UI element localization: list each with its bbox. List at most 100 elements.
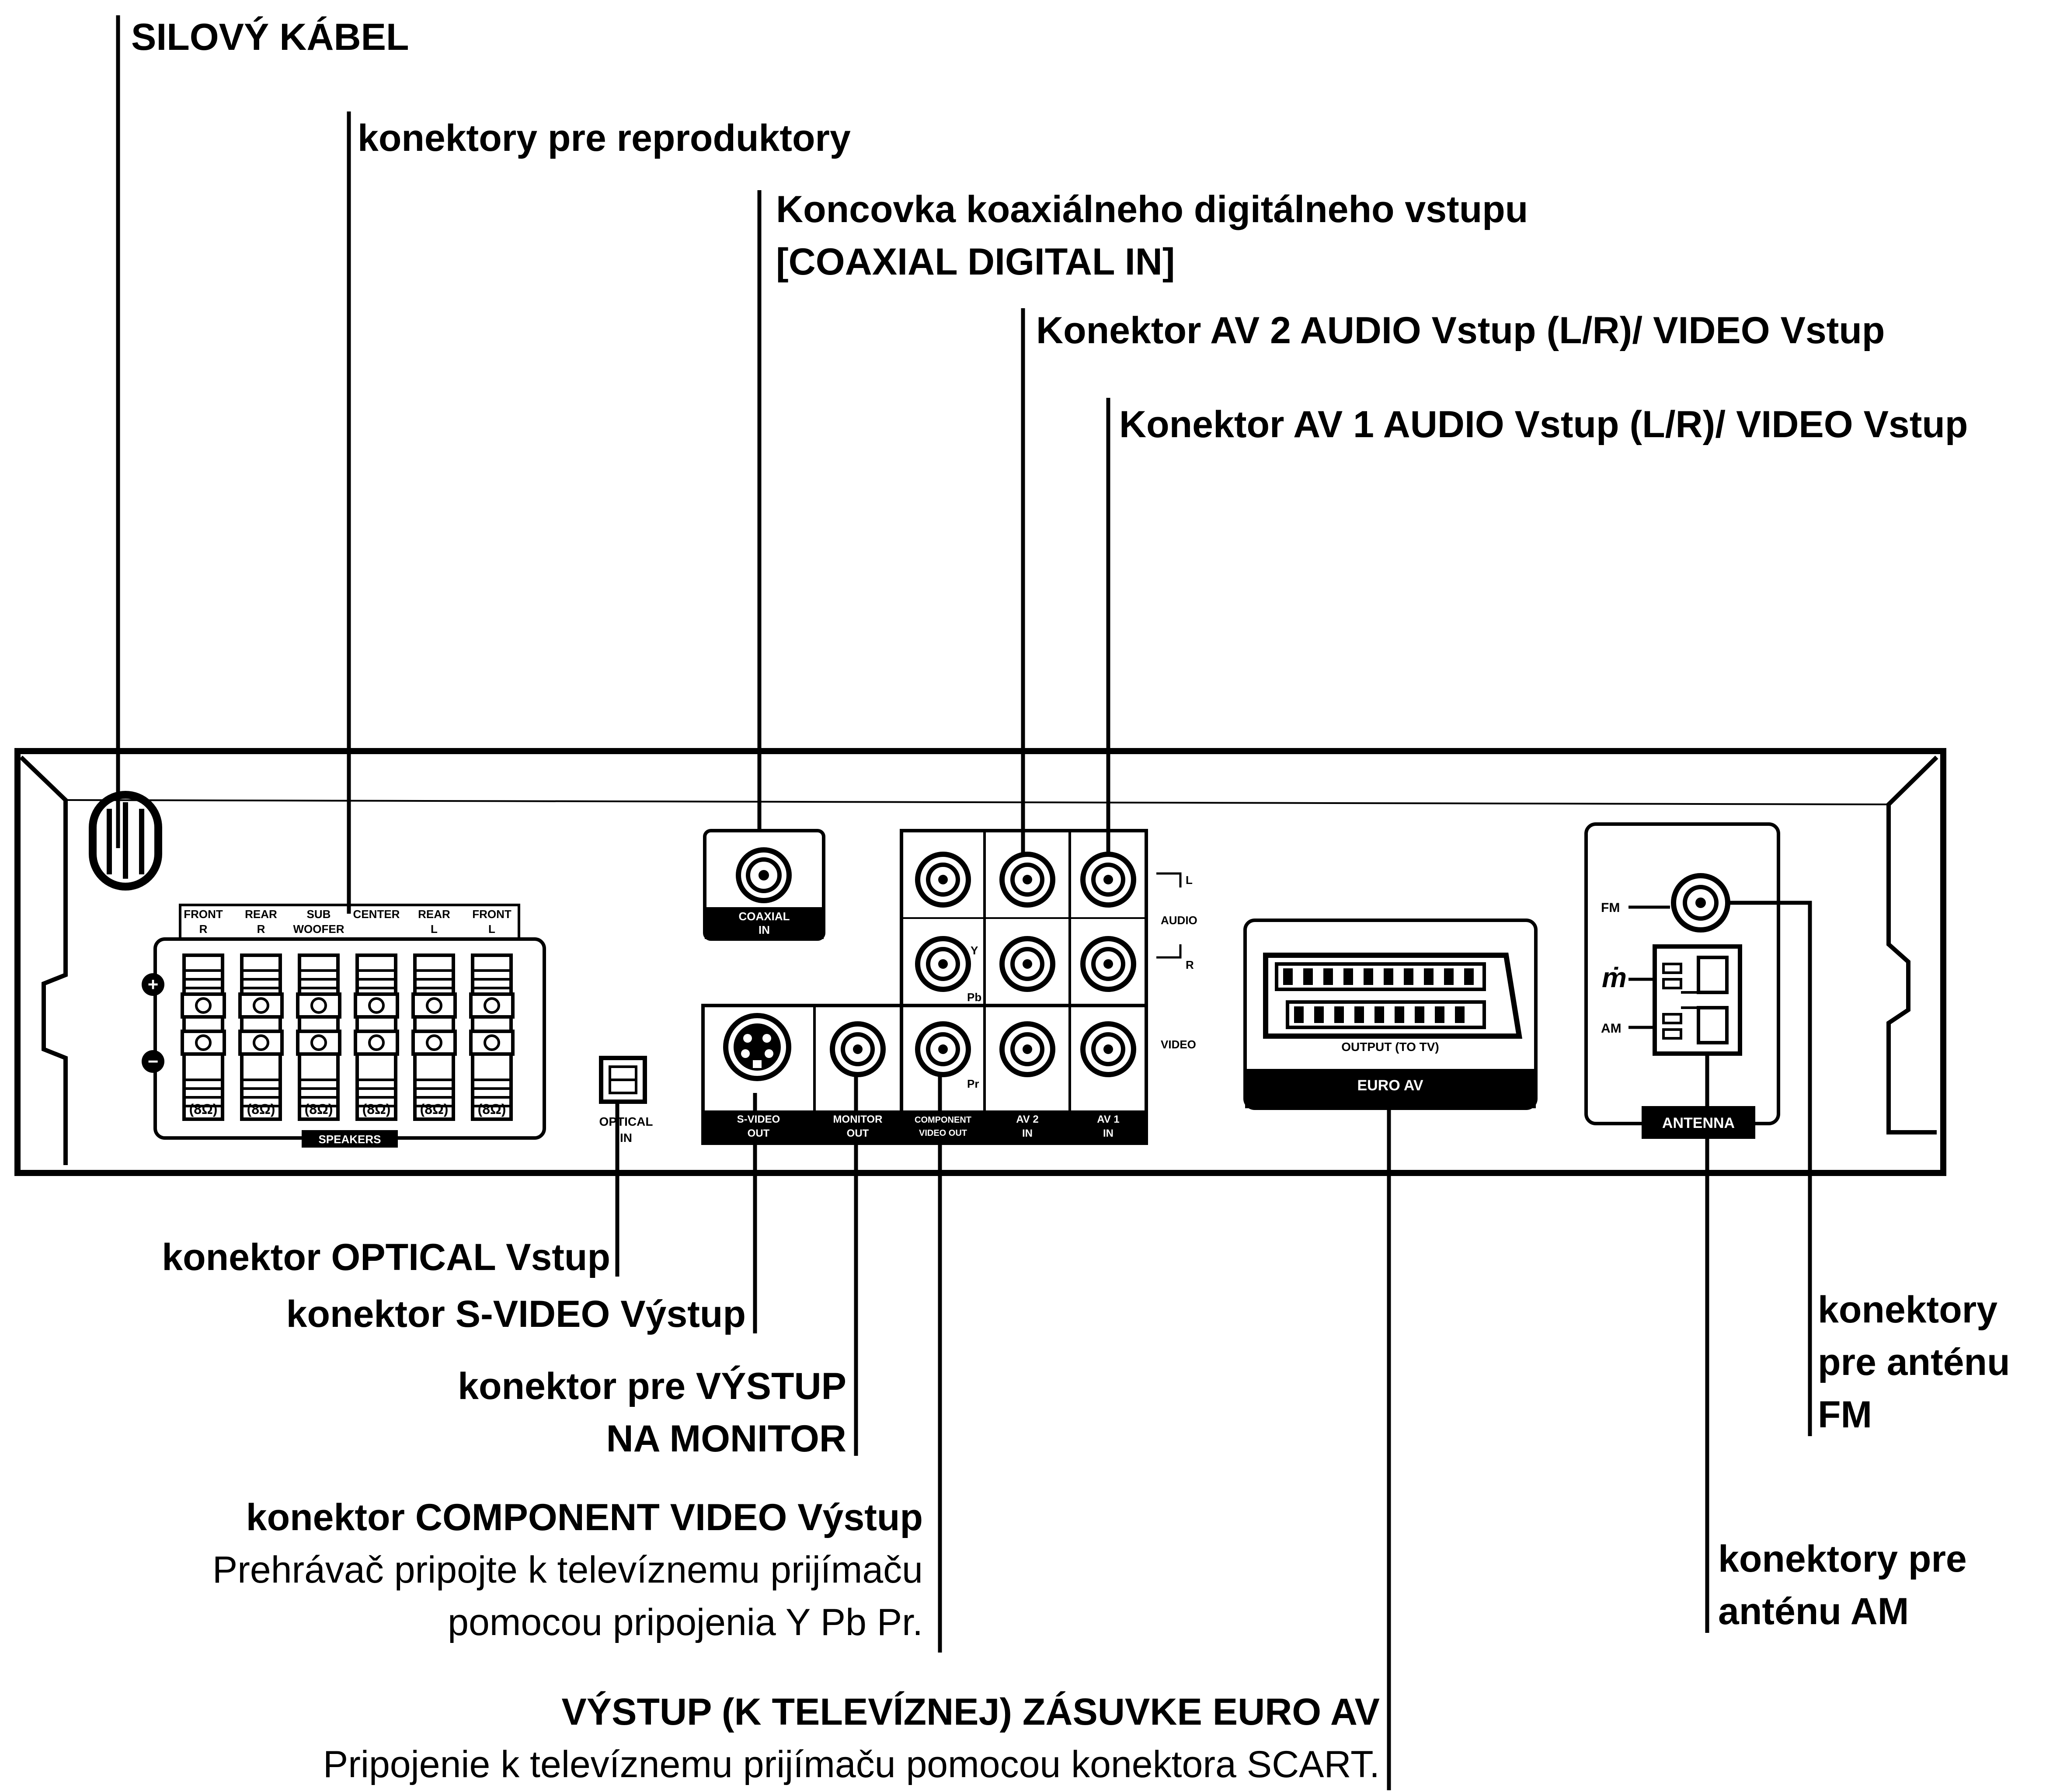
- rca-jacks: [830, 852, 1136, 1077]
- callout-component-title: konektor COMPONENT VIDEO Výstup: [246, 1496, 923, 1538]
- speaker-channel-label-4: REAR: [418, 908, 450, 921]
- am-antenna-terminal[interactable]: [1653, 944, 1742, 1056]
- speaker-channel-sublabel-1: R: [257, 922, 265, 936]
- component-y-jack[interactable]: [915, 852, 971, 908]
- callout-coaxial-2: [COAXIAL DIGITAL IN]: [776, 241, 1175, 283]
- video-label: VIDEO: [1161, 1038, 1196, 1051]
- jack-label-y: Y: [971, 944, 978, 957]
- speaker-impedance-0: (8Ω): [189, 1101, 218, 1117]
- svg-text:ṁ: ṁ: [1602, 962, 1627, 993]
- speakers-label: SPEAKERS: [318, 1133, 381, 1146]
- callout-fm-1: konektory: [1818, 1289, 1998, 1331]
- callout-av1: Konektor AV 1 AUDIO Vstup (L/R)/ VIDEO V…: [1119, 404, 1968, 445]
- av1-label-2: IN: [1103, 1127, 1113, 1139]
- monitor-label-1: MONITOR: [833, 1113, 883, 1125]
- av2-audio-l-jack[interactable]: [999, 852, 1055, 908]
- component-pb-jack[interactable]: [915, 936, 971, 992]
- power-cable-grommet: [89, 791, 162, 891]
- svideo-label-2: OUT: [748, 1127, 770, 1139]
- euro-label: EURO AV: [1357, 1077, 1423, 1094]
- euro-av-scart[interactable]: OUTPUT (TO TV) EURO AV: [1243, 919, 1538, 1110]
- callout-am-1: konektory pre: [1718, 1538, 1967, 1580]
- component-desc-2-text: pomocou pripojenia Y Pb Pr.: [448, 1601, 923, 1643]
- av1-audio-l-jack[interactable]: [1080, 852, 1136, 908]
- callout-av2: Konektor AV 2 AUDIO Vstup (L/R)/ VIDEO V…: [1036, 310, 1885, 351]
- speaker-plus-sign: +: [142, 973, 164, 996]
- speaker-channel-label-5: FRONT: [472, 908, 512, 921]
- antenna-block: ANTENNA FM ṁ AM: [1584, 822, 1780, 1139]
- callout-fm-3: FM: [1818, 1394, 1872, 1436]
- speaker-terminal-3[interactable]: [354, 953, 399, 1121]
- audio-l-label: L: [1186, 873, 1193, 887]
- speaker-channel-sublabel-5: L: [488, 922, 495, 936]
- av2-video-jack[interactable]: [999, 1021, 1055, 1077]
- speaker-channel-sublabel-2: WOOFER: [293, 922, 344, 936]
- euro-desc-text: Pripojenie k televíznemu prijímaču pomoc…: [323, 1743, 1380, 1785]
- speaker-terminal-2[interactable]: [296, 953, 341, 1121]
- fm-label: FM: [1601, 901, 1620, 915]
- am-label: AM: [1601, 1021, 1622, 1036]
- speaker-impedance-5: (8Ω): [478, 1101, 506, 1117]
- callout-optical: konektor OPTICAL Vstup: [162, 1236, 610, 1278]
- coaxial-in-jack[interactable]: COAXIAL IN: [703, 829, 825, 941]
- callout-euro-desc: Pripojenie k televíznemu prijímaču pomoc…: [323, 1738, 1380, 1791]
- callout-monitor-2: NA MONITOR: [606, 1418, 846, 1460]
- callout-coaxial-1: Koncovka koaxiálneho digitálneho vstupu: [776, 188, 1528, 230]
- callout-component-desc-1: Prehrávač pripojte k televíznemu prijíma…: [212, 1543, 923, 1597]
- chassis-inner-left: [19, 755, 68, 1165]
- av2-audio-r-jack[interactable]: [999, 936, 1055, 992]
- jack-label-pb: Pb: [967, 991, 981, 1004]
- chassis-outline: [14, 748, 1946, 1176]
- av-jack-block: Y Pb Pr S-VIDEO OUT MONITOR OUT COMPONEN…: [701, 829, 1148, 1145]
- component-label-2: VIDEO OUT: [919, 1128, 967, 1138]
- audio-label: AUDIO: [1161, 914, 1197, 927]
- chassis-inner-top: [65, 799, 1889, 805]
- callout-monitor-1: konektor pre VÝSTUP: [458, 1365, 846, 1407]
- coaxial-label-2: IN: [759, 923, 770, 936]
- ground-icon: ṁ: [1602, 962, 1655, 993]
- speaker-columns: FRONTR(8Ω)REARR(8Ω)SUBWOOFER(8Ω)CENTER(8…: [181, 908, 515, 1121]
- scart-pins: [1283, 968, 1474, 1023]
- speaker-terminal-0[interactable]: [181, 953, 226, 1121]
- euro-caption: OUTPUT (TO TV): [1341, 1040, 1439, 1054]
- leader-lines: [116, 15, 1812, 1790]
- optical-label-2: IN: [620, 1131, 632, 1145]
- speaker-terminal-1[interactable]: [238, 953, 284, 1121]
- audio-r-label: R: [1186, 958, 1194, 971]
- callout-am-2: anténu AM: [1718, 1590, 1909, 1632]
- av1-video-jack[interactable]: [1080, 1021, 1136, 1077]
- optical-in-jack[interactable]: OPTICAL IN: [599, 1056, 653, 1145]
- speaker-channel-label-0: FRONT: [184, 908, 223, 921]
- fm-antenna-jack[interactable]: FM: [1601, 873, 1730, 933]
- jack-label-pr: Pr: [967, 1077, 979, 1090]
- speaker-channel-sublabel-0: R: [199, 922, 208, 936]
- callout-fm-2: pre anténu: [1818, 1341, 2010, 1383]
- leader-fm: [1701, 901, 1812, 1436]
- component-pr-jack[interactable]: [915, 1021, 971, 1077]
- speaker-terminal-block: FRONTR(8Ω)REARR(8Ω)SUBWOOFER(8Ω)CENTER(8…: [142, 904, 546, 1148]
- speaker-impedance-4: (8Ω): [420, 1101, 449, 1117]
- speaker-channel-sublabel-4: L: [431, 922, 438, 936]
- component-desc-1-text: Prehrávač pripojte k televíznemu prijíma…: [212, 1549, 923, 1591]
- av2-label-2: IN: [1022, 1127, 1033, 1139]
- monitor-out-jack[interactable]: [830, 1021, 886, 1077]
- av1-audio-r-jack[interactable]: [1080, 936, 1136, 992]
- component-label-1: COMPONENT: [915, 1115, 971, 1125]
- speaker-terminal-5[interactable]: [469, 953, 515, 1121]
- plus-label: +: [148, 974, 159, 995]
- svideo-out-jack[interactable]: [723, 1013, 791, 1081]
- speaker-terminal-4[interactable]: [411, 953, 457, 1121]
- svideo-label-1: S-VIDEO: [737, 1113, 780, 1125]
- av2-label-1: AV 2: [1016, 1113, 1039, 1125]
- monitor-label-2: OUT: [847, 1127, 869, 1139]
- speaker-channel-label-3: CENTER: [353, 908, 400, 921]
- av1-label-1: AV 1: [1097, 1113, 1120, 1125]
- optical-label-1: OPTICAL: [599, 1115, 653, 1128]
- speaker-channel-label-2: SUB: [307, 908, 331, 921]
- callout-power-cable: SILOVÝ KÁBEL: [131, 16, 409, 58]
- minus-label: −: [148, 1051, 159, 1072]
- callout-speakers: konektory pre reproduktory: [358, 117, 851, 159]
- av-side-labels: L AUDIO R VIDEO: [1156, 872, 1197, 1051]
- callout-component-desc-2: pomocou pripojenia Y Pb Pr.: [448, 1596, 923, 1649]
